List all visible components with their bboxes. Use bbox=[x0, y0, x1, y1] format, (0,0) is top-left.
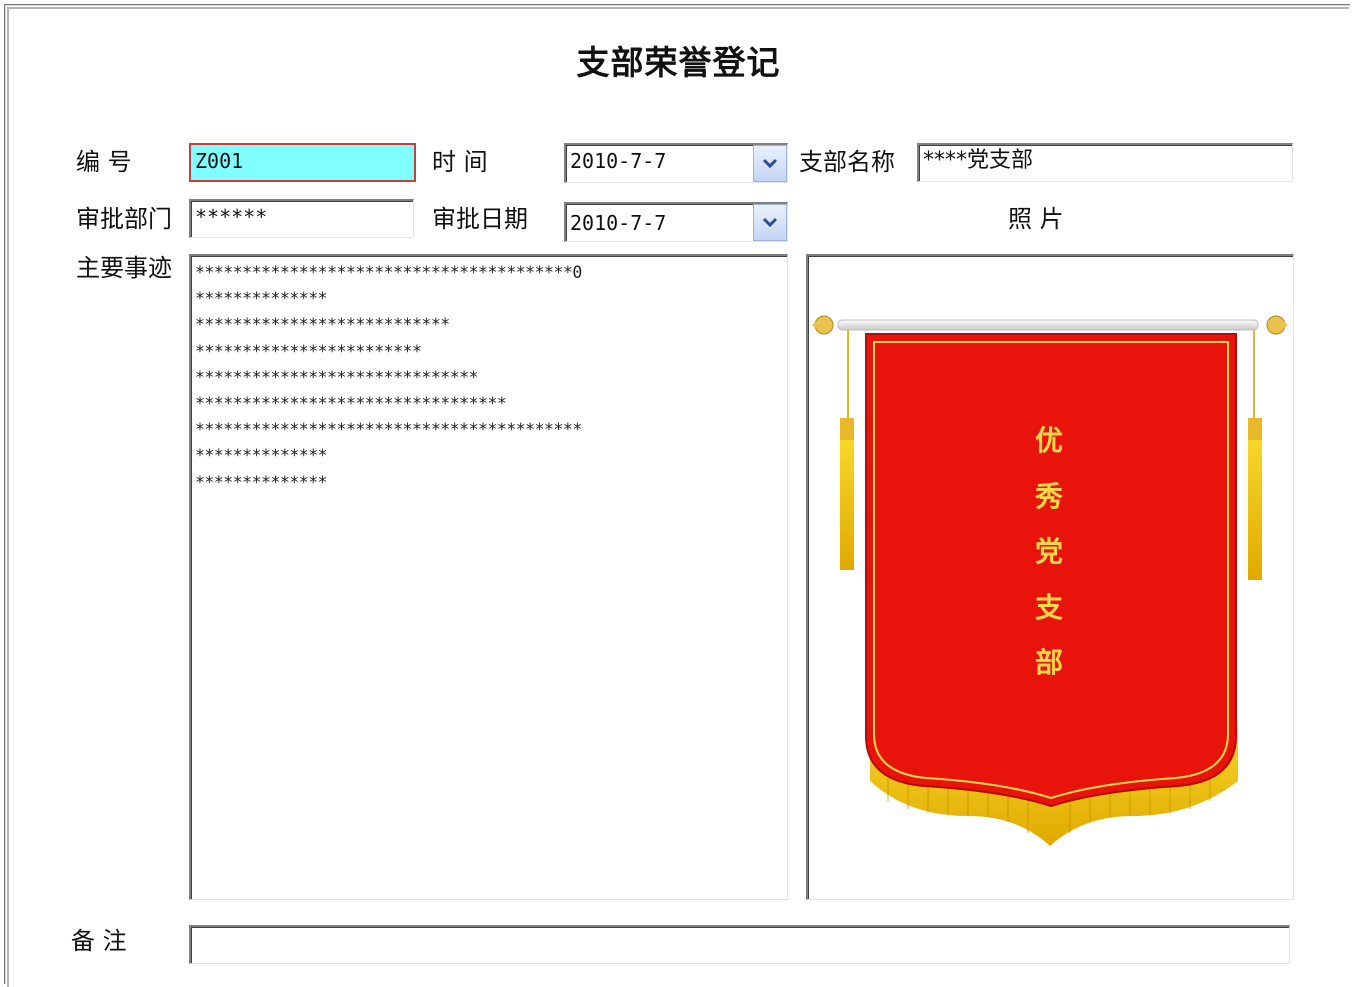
main-deeds-label: 主要事迹 bbox=[76, 254, 172, 282]
approval-date-value: 2010-7-7 bbox=[570, 211, 667, 235]
remarks-label: 备 注 bbox=[71, 927, 127, 955]
id-input[interactable]: Z001 bbox=[189, 143, 416, 182]
photo-label: 照 片 bbox=[1008, 205, 1064, 233]
branch-name-input[interactable]: ****党支部 bbox=[917, 143, 1293, 182]
time-value: 2010-7-7 bbox=[570, 149, 667, 173]
branch-name-label: 支部名称 bbox=[799, 148, 895, 176]
approval-dept-input[interactable]: ****** bbox=[189, 199, 414, 238]
approval-date-label: 审批日期 bbox=[432, 205, 528, 233]
approval-date-dropdown-button[interactable] bbox=[753, 204, 787, 241]
approval-dept-value: ****** bbox=[195, 205, 268, 229]
remarks-input[interactable] bbox=[189, 925, 1290, 964]
photo-box[interactable]: 优 秀 党 支 部 bbox=[806, 254, 1294, 900]
chevron-down-icon bbox=[762, 158, 778, 168]
honor-banner-image: 优 秀 党 支 部 bbox=[812, 315, 1288, 846]
banner-char-3: 党 bbox=[1035, 535, 1063, 568]
main-deeds-text: ****************************************… bbox=[195, 263, 582, 492]
id-label: 编 号 bbox=[76, 148, 132, 176]
window-inner-frame bbox=[7, 7, 1349, 987]
id-input-value: Z001 bbox=[195, 149, 244, 173]
window-frame bbox=[4, 4, 1350, 984]
branch-name-value: ****党支部 bbox=[923, 148, 1034, 173]
chevron-down-icon bbox=[762, 217, 778, 227]
banner-char-5: 部 bbox=[1035, 646, 1063, 679]
form-title: 支部荣誉登记 bbox=[576, 43, 781, 82]
time-label: 时 间 bbox=[432, 148, 488, 176]
time-dropdown-button[interactable] bbox=[753, 145, 787, 182]
main-deeds-textarea[interactable]: ****************************************… bbox=[189, 254, 788, 900]
banner-char-4: 支 bbox=[1035, 591, 1063, 624]
banner-char-2: 秀 bbox=[1034, 480, 1063, 513]
banner-char-1: 优 bbox=[1035, 424, 1063, 457]
approval-dept-label: 审批部门 bbox=[76, 205, 172, 233]
approval-date-picker[interactable]: 2010-7-7 bbox=[564, 202, 788, 242]
time-date-picker[interactable]: 2010-7-7 bbox=[564, 143, 788, 183]
